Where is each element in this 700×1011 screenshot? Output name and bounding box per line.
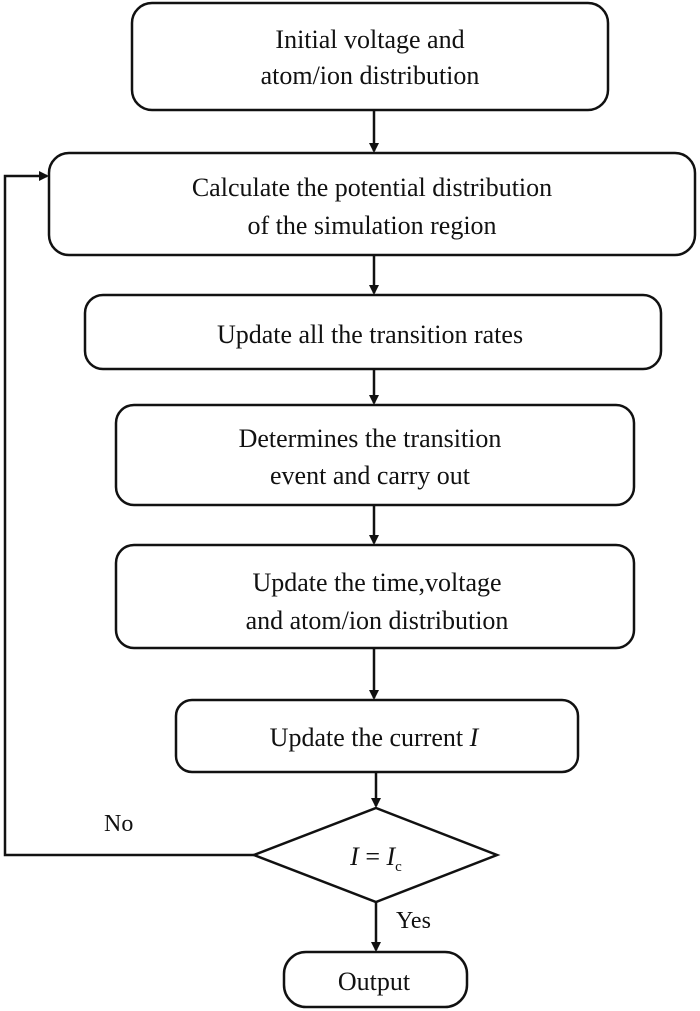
calculate-potential-line-1: Calculate the potential distribution xyxy=(192,173,552,202)
init-box-line-1: Initial voltage and xyxy=(275,25,464,54)
output-box xyxy=(282,950,469,1009)
condition-eq: = xyxy=(359,842,387,871)
condition-lhs: I xyxy=(349,842,360,871)
arrow-no-loop xyxy=(3,171,254,857)
determine-event-line-1: Determines the transition xyxy=(239,424,502,453)
update-rates-label: Update all the transition rates xyxy=(217,320,523,349)
current-symbol: I xyxy=(469,723,480,752)
condition-rhs: I xyxy=(386,842,397,871)
update-current-text: Update the current xyxy=(270,723,470,752)
determine-event-box xyxy=(114,403,636,507)
calculate-potential-line-2: of the simulation region xyxy=(247,211,496,240)
update-time-line-2: and atom/ion distribution xyxy=(246,606,509,635)
init-box-line-2: atom/ion distribution xyxy=(261,61,480,90)
determine-event-line-2: event and carry out xyxy=(270,461,471,490)
decision-condition: I = Ic xyxy=(349,842,402,875)
calculate-potential-box xyxy=(47,151,697,257)
update-current-label: Update the current I xyxy=(270,723,480,752)
update-time-line-1: Update the time,voltage xyxy=(252,568,501,597)
yes-label: Yes xyxy=(396,908,431,934)
condition-subscript: c xyxy=(395,859,402,875)
output-label: Output xyxy=(338,967,411,996)
init-box xyxy=(130,1,610,112)
no-label: No xyxy=(104,811,133,837)
